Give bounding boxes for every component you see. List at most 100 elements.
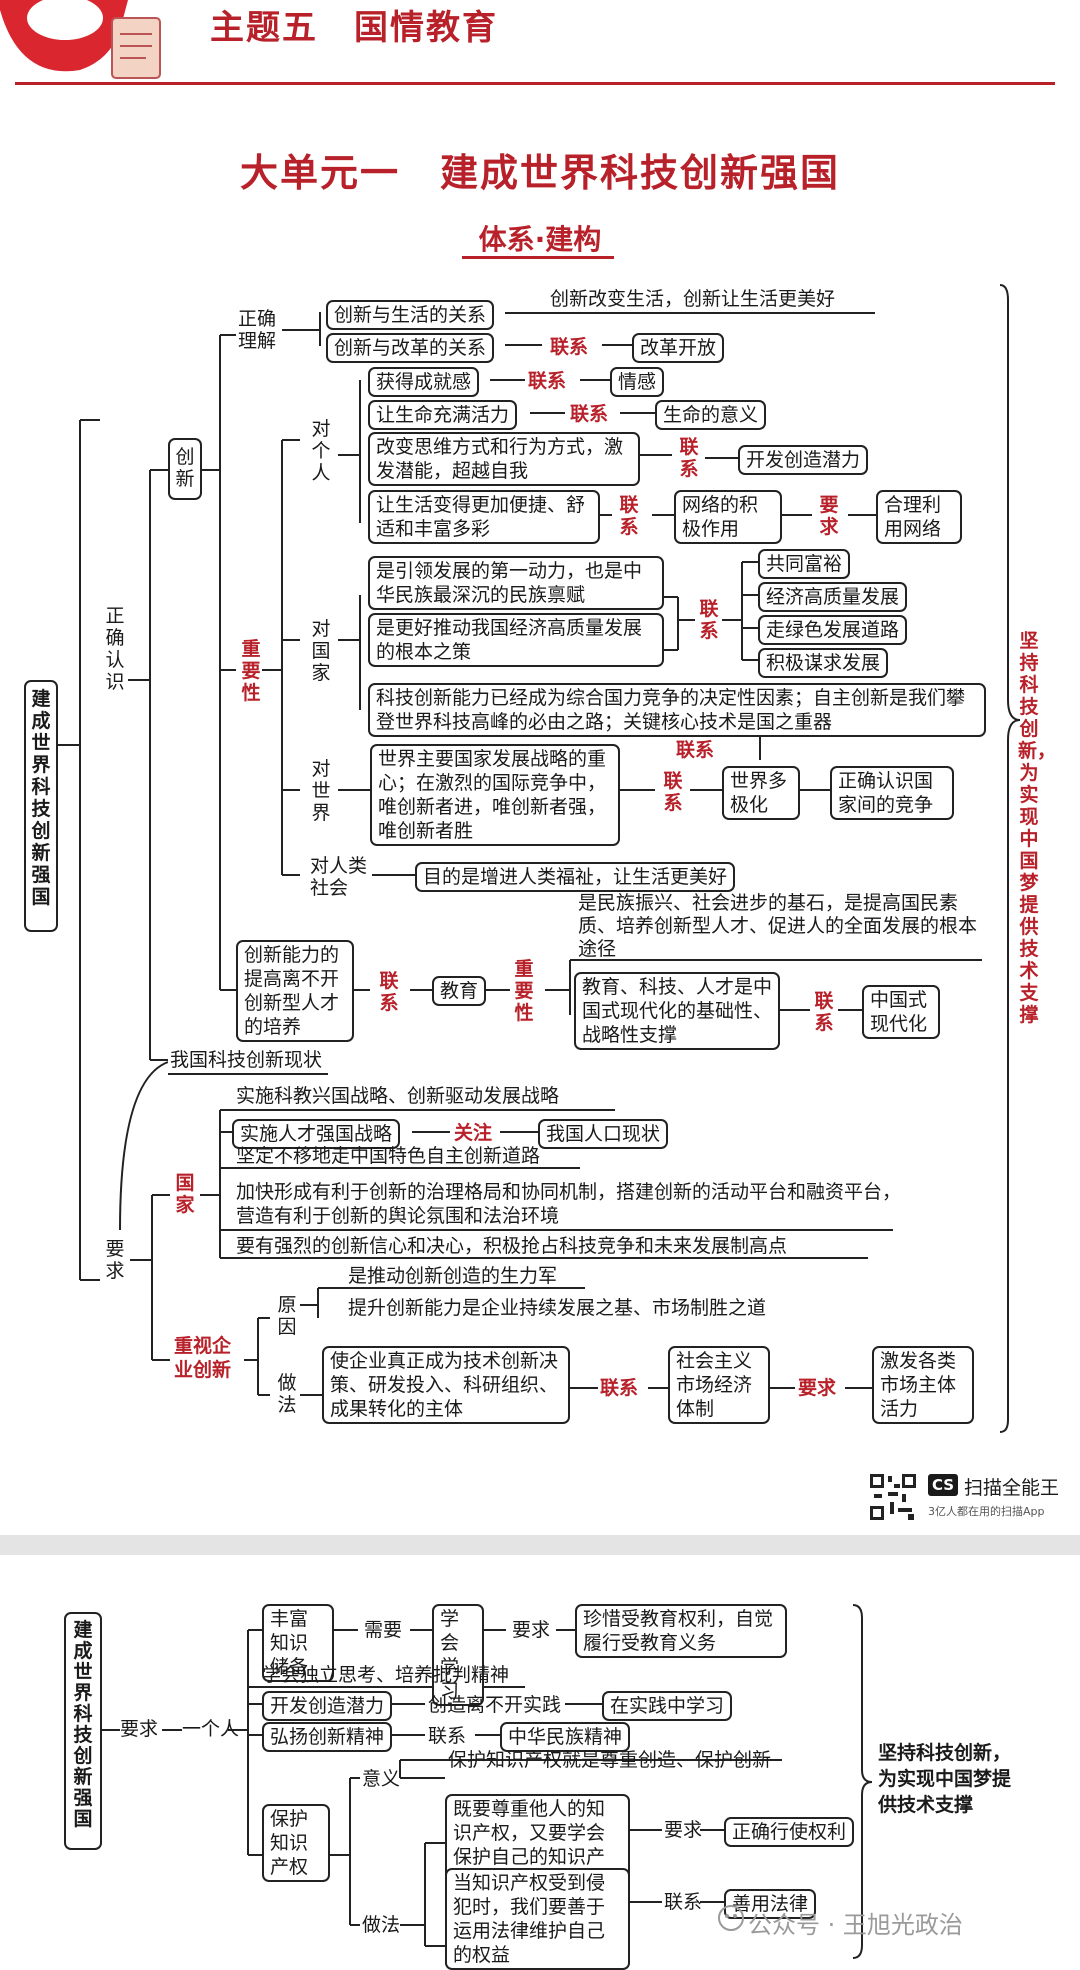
geren-row-4-link: 联系 (619, 494, 639, 538)
page2-banner: 坚持科技创新，为实现中国梦提供技术支撑 (878, 1742, 1012, 1816)
header-rule (15, 82, 1055, 85)
page2-zuofa: 做法 (362, 1914, 401, 1936)
page2-a1-target: 珍惜受教育权利，自觉履行受教育义务 (575, 1604, 787, 1658)
qiye-z-mid: 社会主义市场经济体制 (668, 1346, 770, 1424)
page2-a1-req: 要求 (512, 1619, 551, 1641)
wechat-icon (718, 1905, 744, 1931)
zhengque-lijie-label: 正确理解 (238, 308, 277, 352)
chuangxin-node: 创新 (168, 438, 202, 500)
page2-req: 要求 (120, 1718, 159, 1740)
lijie-row-2-link: 联系 (550, 336, 589, 358)
peiyang-link: 联系 (379, 970, 399, 1014)
geren-row-3-link: 联系 (679, 436, 699, 480)
shijie-mid: 世界多极化 (722, 766, 800, 820)
chuangxin-label: 创新 (175, 446, 195, 490)
peiyang-imp: 重要性 (514, 958, 534, 1024)
dui-shijie-label: 对世界 (311, 758, 331, 824)
geren-row-3-target: 开发创造潜力 (738, 445, 869, 475)
shijie-link: 联系 (663, 770, 683, 814)
lijie-row-2-target: 改革开放 (632, 333, 725, 363)
lijie-row-1: 创新与生活的关系 (326, 300, 495, 330)
page2-z2: 当知识产权受到侵犯时，我们要善于运用法律维护自己的权益 (445, 1868, 630, 1970)
geren-row-2-target: 生命的意义 (655, 400, 767, 430)
guojia-row-1: 是引领发展的第一动力，也是中华民族最深沉的民族禀赋 (368, 556, 664, 610)
dui-renlei-label: 对人类社会 (310, 855, 368, 899)
page2-person: 一个人 (182, 1718, 240, 1740)
page2-z1-target: 正确行使权利 (724, 1817, 855, 1847)
guojia-req-row-4: 加快形成有利于创新的治理格局和协同机制，搭建创新的活动平台和融资平台，营造有利于… (236, 1181, 902, 1227)
peiyang-link2: 联系 (814, 990, 834, 1034)
qiye-z-req: 要求 (798, 1377, 837, 1399)
guojia-req-row-1: 实施科教兴国战略、创新驱动发展战略 (236, 1085, 560, 1107)
geren-row-4-target: 合理利用网络 (876, 490, 962, 544)
page2-a2: 学会独立思考、培养批判精神 (262, 1664, 510, 1686)
page2-yiyi-text: 保护知识产权就是尊重创造、保护创新 (448, 1749, 772, 1771)
page2-root: 建成世界科技创新强国 (64, 1612, 102, 1850)
geren-row-2-link: 联系 (570, 403, 609, 425)
qiye-label: 重视企业创新 (174, 1335, 232, 1381)
page2-z2-target: 善用法律 (724, 1889, 817, 1919)
watermark-text: 公众号 · 王旭光政治 (748, 1911, 963, 1939)
root-node: 建成世界科技创新强国 (24, 680, 58, 932)
yaoqiu-label: 要求 (105, 1238, 125, 1282)
qiye-yuanyin: 原因 (277, 1294, 297, 1338)
lijie-row-2: 创新与改革的关系 (326, 333, 495, 363)
page2-a4: 弘扬创新精神 (262, 1722, 393, 1752)
geren-row-1-target: 情感 (610, 367, 665, 397)
geren-row-2: 让生命充满活力 (368, 400, 518, 430)
geren-row-4-mid: 网络的积极作用 (674, 490, 782, 544)
xianzhuang-node: 我国科技创新现状 (168, 1047, 329, 1075)
scanner-name: 扫描全能王 (964, 1477, 1060, 1499)
shijie-row-1: 世界主要国家发展战略的重心；在激烈的国际竞争中，唯创新者进，唯创新者强，唯创新者… (370, 744, 620, 846)
page2-z2-link: 联系 (664, 1891, 703, 1913)
root-label: 建成世界科技创新强国 (31, 688, 51, 908)
page2-a5: 保护知识产权 (262, 1804, 330, 1882)
page2-a1: 丰富知识储备 (262, 1604, 334, 1682)
page2-a3-target: 在实践中学习 (602, 1691, 733, 1721)
topic-title: 主题五 国情教育 (210, 8, 498, 48)
qiye-z-target: 激发各类市场主体活力 (872, 1346, 974, 1424)
geren-row-4: 让生活变得更加便捷、舒适和丰富多彩 (368, 490, 600, 544)
guojia-target-1: 共同富裕 (758, 549, 851, 579)
shijie-target: 正确认识国家间的竞争 (830, 766, 954, 820)
peiyang-box: 创新能力的提高离不开创新型人才的培养 (236, 940, 354, 1042)
page2-yiyi: 意义 (362, 1768, 401, 1790)
guojia-link: 联系 (699, 598, 719, 642)
mascot-illustration (0, 0, 161, 79)
qiye-y1: 是推动创新创造的生力军 (348, 1265, 558, 1287)
scanner-logo-icon: CS (928, 1474, 958, 1496)
page2-a3-note: 创造离不开实践 (428, 1694, 562, 1716)
qiye-z1: 使企业真正成为技术创新决策、研发投入、科研组织、成果转化的主体 (322, 1346, 570, 1424)
qiye-y2: 提升创新能力是企业持续发展之基、市场制胜之道 (348, 1297, 767, 1319)
shijie-top-link: 联系 (676, 739, 715, 761)
guojia-req-row-2-target: 我国人口现状 (538, 1119, 669, 1149)
page2-root-label: 建成世界科技创新强国 (73, 1619, 93, 1830)
page2-a1-need: 需要 (364, 1619, 403, 1641)
lijie-row-1-note: 创新改变生活，创新让生活更美好 (550, 288, 836, 310)
guojia-req-row-2-link: 关注 (454, 1122, 493, 1144)
geren-row-3: 改变思维方式和行为方式，激发潜能，超越自我 (368, 432, 640, 486)
guojia-target-2: 经济高质量发展 (758, 582, 908, 612)
guojia-req-row-3: 坚定不移地走中国特色自主创新道路 (236, 1145, 541, 1167)
guojia-req-row-2: 实施人才强国战略 (232, 1119, 401, 1149)
qiye-zuofa: 做法 (277, 1372, 297, 1416)
renlei-row-1: 目的是增进人类福祉，让生活更美好 (415, 862, 736, 892)
qr-code-icon (868, 1472, 918, 1522)
peiyang-target: 中国式现代化 (862, 985, 940, 1039)
guojia-row-3: 科技创新能力已经成为综合国力竞争的决定性因素；自主创新是我们攀登世界科技高峰的必… (368, 683, 986, 737)
peiyang-edu: 教育 (432, 976, 487, 1006)
section-title: 体系·建构 (478, 223, 602, 256)
page2-a1-mid: 学会学习 (432, 1604, 484, 1706)
page2-a4-target: 中华民族精神 (500, 1722, 631, 1752)
unit-title: 大单元一 建成世界科技创新强国 (239, 151, 840, 195)
guojia-target-4: 积极谋求发展 (758, 648, 889, 678)
page2-z1-req: 要求 (664, 1819, 703, 1841)
guojia-req-label: 国家 (175, 1172, 195, 1216)
geren-row-1: 获得成就感 (368, 367, 480, 397)
dui-guojia-label: 对国家 (311, 618, 331, 684)
scanner-tagline: 3亿人都在用的扫描App (928, 1505, 1045, 1518)
page-divider (0, 1535, 1080, 1555)
guojia-target-3: 走绿色发展道路 (758, 615, 908, 645)
